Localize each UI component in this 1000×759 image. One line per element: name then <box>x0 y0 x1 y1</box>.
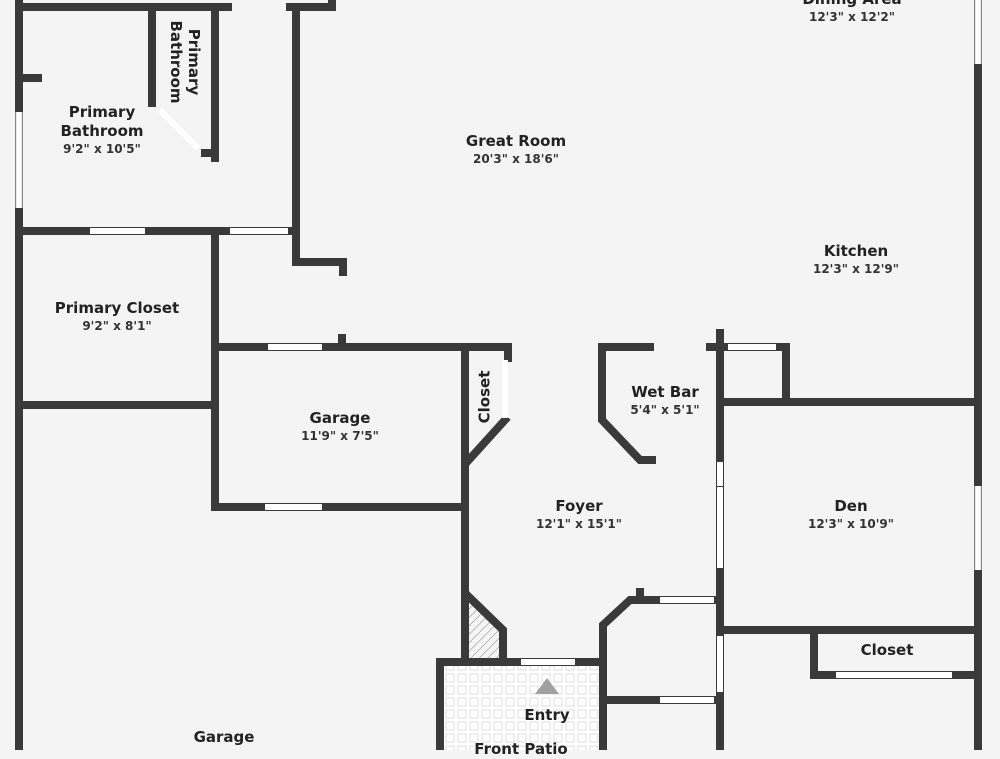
room-name: Den <box>834 497 868 515</box>
room-dining-area: Dining Area12'3" x 12'2" <box>802 0 901 25</box>
room-dims: 12'3" x 12'2" <box>808 10 896 24</box>
room-dims: 12'3" x 10'9" <box>807 517 895 531</box>
room-dims: 5'4" x 5'1" <box>630 403 700 417</box>
room-name: Garage <box>193 728 255 746</box>
room-great-room: Great Room 20'3" x 18'6" <box>466 132 566 167</box>
room-closet-foyer: Closet <box>476 371 495 424</box>
room-dims: 12'1" x 15'1" <box>535 517 623 531</box>
room-dims: 9'2" x 10'5" <box>63 142 141 156</box>
room-name: Closet <box>475 370 494 424</box>
room-entry: Entry <box>524 706 569 725</box>
room-name: Closet <box>860 641 914 659</box>
room-primary-closet: Primary Closet 9'2" x 8'1" <box>55 299 179 334</box>
room-dims: 20'3" x 18'6" <box>472 152 560 166</box>
room-name: Primary Bathroom <box>60 103 144 140</box>
room-name: Primary Bathroom <box>167 20 203 104</box>
room-primary-bathroom: Primary Bathroom 9'2" x 10'5" <box>52 103 152 157</box>
room-dims: 9'2" x 8'1" <box>82 319 152 333</box>
room-name: Entry <box>524 706 570 724</box>
room-name: Wet Bar <box>631 383 699 401</box>
room-kitchen: Kitchen 12'3" x 12'9" <box>813 242 899 277</box>
room-dims: 12'3" x 12'9" <box>812 262 900 276</box>
room-primary-bathroom-small: Primary Bathroom <box>167 17 203 107</box>
room-name: Dining Area <box>802 0 901 9</box>
hatched-area <box>469 597 501 660</box>
room-name: Great Room <box>465 132 567 150</box>
room-name: Kitchen <box>823 242 889 260</box>
entry-arrow-icon <box>535 678 559 694</box>
room-dims: 11'9" x 7'5" <box>301 429 379 443</box>
doors-windows <box>15 0 982 703</box>
room-name: Primary Closet <box>54 299 180 317</box>
room-name: Foyer <box>555 497 603 515</box>
room-foyer: Foyer 12'1" x 15'1" <box>536 497 622 532</box>
room-den: Den 12'3" x 10'9" <box>808 497 894 532</box>
room-wet-bar: Wet Bar 5'4" x 5'1" <box>630 383 699 418</box>
room-garage-small: Garage 11'9" x 7'5" <box>301 409 379 444</box>
room-garage-large: Garage <box>194 728 255 747</box>
room-closet-den: Closet <box>861 641 914 660</box>
room-name: Garage <box>309 409 371 427</box>
